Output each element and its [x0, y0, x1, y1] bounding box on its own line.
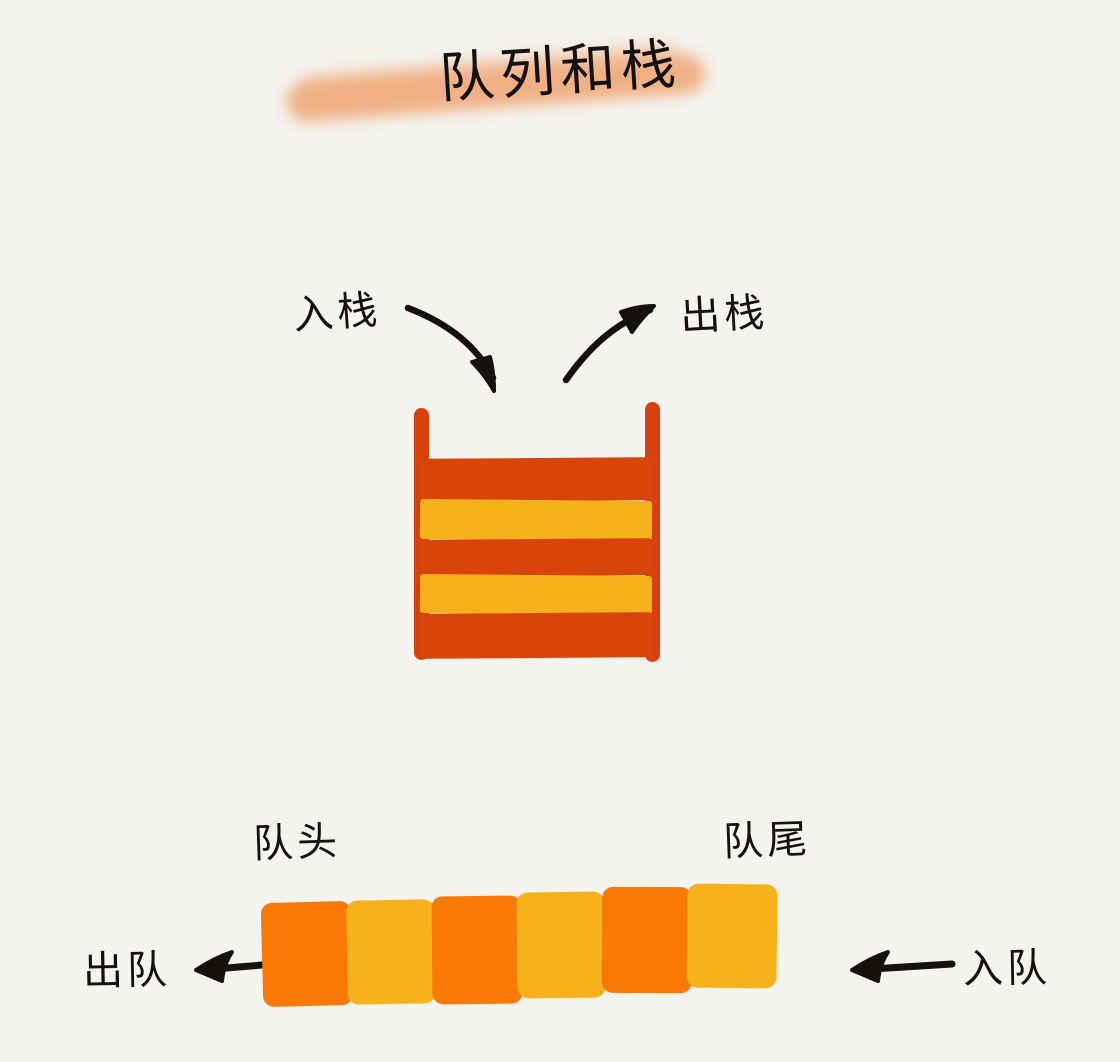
enqueue-arrow-icon: [850, 950, 956, 983]
queue-block: [686, 883, 778, 989]
enqueue-label: 入队: [962, 945, 1052, 993]
pop-label: 出栈: [679, 289, 770, 341]
queue-block: [346, 899, 436, 1005]
stack-band: [419, 457, 653, 502]
stack-diagram: 入栈 出栈: [0, 260, 1120, 690]
push-label: 入栈: [291, 286, 383, 340]
stack-figure: [408, 400, 668, 675]
stack-band: [419, 573, 653, 616]
queue-head-label: 队头: [252, 818, 342, 868]
page-title: 队列和栈: [437, 31, 684, 111]
title-block: 队列和栈: [0, 8, 1120, 138]
stack-band: [419, 612, 653, 659]
queue-diagram: 队头 队尾 出队 入队: [0, 790, 1120, 1062]
dequeue-label: 出队: [82, 947, 172, 995]
queue-blocks: [260, 883, 792, 1008]
queue-block: [601, 886, 693, 994]
queue-block: [431, 895, 523, 1005]
queue-block: [516, 891, 606, 999]
stack-band: [419, 538, 653, 577]
stack-band: [419, 498, 653, 542]
queue-block: [260, 900, 354, 1008]
stack-bands: [419, 457, 653, 659]
queue-tail-label: 队尾: [722, 816, 812, 866]
